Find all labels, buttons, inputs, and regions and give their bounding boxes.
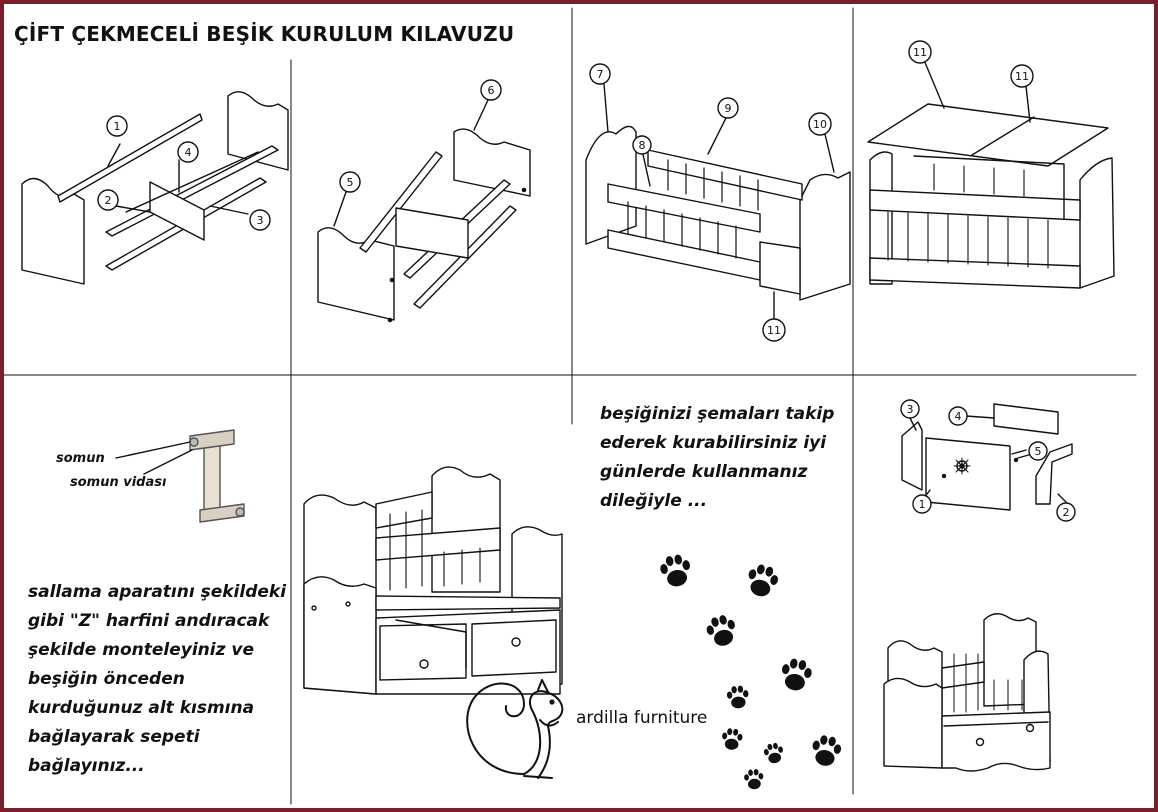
base-rail-upper [105, 145, 279, 237]
drawer-callout-1: 1 [919, 498, 926, 511]
callout-3: 3 [257, 214, 264, 227]
squirrel-logo-icon [466, 679, 564, 779]
callout-1: 1 [114, 120, 121, 133]
paw-print-icon [742, 767, 765, 791]
callout-11-right: 11 [1015, 70, 1029, 83]
callout-11: 11 [767, 324, 781, 337]
assembly-diagram-canvas: 1 2 3 4 5 6 [4, 7, 1137, 805]
paw-print-icon [808, 732, 844, 769]
bolt-label: somun vidası [70, 475, 167, 490]
panel-6-assembled-crib [303, 466, 563, 695]
callout-4-circle [177, 141, 199, 163]
callout-7: 7 [597, 68, 604, 81]
rocking-bracket-icon [115, 429, 245, 523]
drawer-callout-5: 5 [1035, 445, 1042, 458]
callout-9: 9 [725, 102, 732, 115]
paw-print-icon [742, 560, 782, 601]
paw-print-icon [762, 741, 786, 766]
rear-end-panel [453, 128, 531, 197]
paw-prints [657, 551, 844, 791]
callout-3-circle [249, 209, 271, 231]
rocking-bracket-instructions: sallama aparatını şekildeki gibi "Z" har… [28, 582, 287, 776]
panel-8-drawer-exploded: 3 4 5 1 2 [900, 399, 1076, 522]
callout-6: 6 [488, 84, 495, 97]
paw-print-icon [703, 611, 741, 650]
drawer-callout-4: 4 [955, 410, 962, 423]
drawer-callout-2: 2 [1063, 506, 1070, 519]
panel-4-top-boards: 11 11 [867, 40, 1115, 289]
panel-grid-lines [4, 7, 1137, 805]
guide-title: ÇİFT ÇEKMECELİ BEŞİK KURULUM KILAVUZU [14, 22, 515, 46]
panel-2-base-assembly: 5 6 [317, 79, 531, 323]
panel-8-finished-crib [883, 613, 1051, 772]
panel-1-exploded-frame: 1 2 3 4 [21, 91, 289, 285]
nut-label: somun [56, 451, 105, 466]
closing-message: beşiğinizi şemaları takip ederek kurabil… [600, 404, 835, 511]
brand-name: ardilla furniture [576, 708, 708, 728]
callout-11-left: 11 [913, 46, 927, 59]
back-rail [57, 113, 203, 203]
panel-3-slatted-sides: 7 8 9 10 11 [585, 63, 851, 342]
paw-print-icon [725, 684, 751, 710]
callout-2-circle [97, 189, 119, 211]
callout-5: 5 [347, 176, 354, 189]
callout-4: 4 [185, 146, 192, 159]
callout-8: 8 [639, 139, 646, 152]
callout-10: 10 [813, 118, 827, 131]
callout-1-circle [106, 115, 128, 137]
front-end-panel [317, 227, 395, 321]
drawer-callout-3: 3 [907, 403, 914, 416]
gear-icon [953, 457, 971, 475]
paw-print-icon [777, 655, 815, 694]
middle-divider [149, 181, 205, 241]
paw-print-icon [720, 727, 744, 752]
paw-print-icon [657, 551, 695, 590]
callout-2: 2 [105, 194, 112, 207]
